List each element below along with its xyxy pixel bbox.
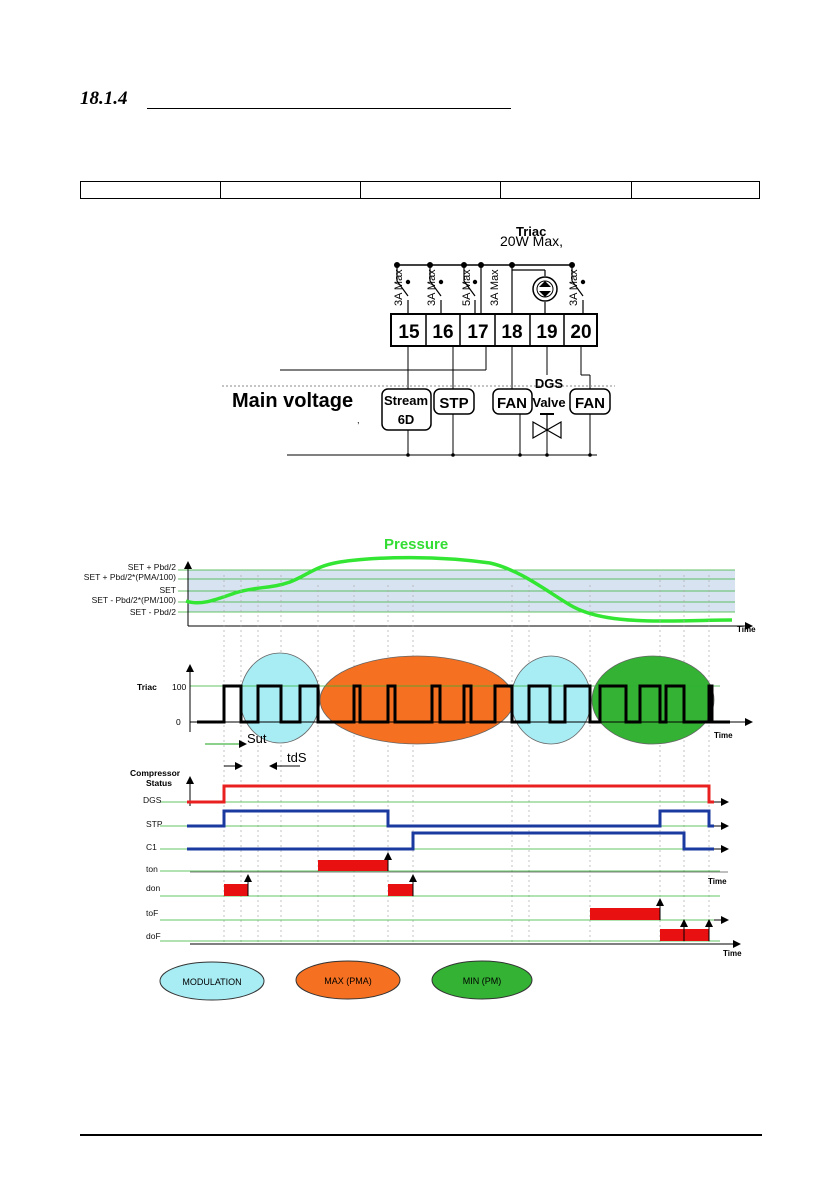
pressure-level-lines <box>178 569 735 613</box>
relay-contacts <box>396 265 584 314</box>
load-fan-2: FAN <box>569 388 611 415</box>
legend-modulation <box>159 961 265 1001</box>
svg-text:Valve: Valve <box>532 395 565 410</box>
zone-modulation-2 <box>510 655 592 745</box>
signal-baselines <box>160 801 720 942</box>
valve-icon <box>532 413 562 440</box>
signal-c1: C1 <box>146 842 157 852</box>
rating-18: 3A Max <box>489 269 501 306</box>
terminal-18: 18 <box>501 322 522 343</box>
load-dgs-valve: DGS Valve <box>532 376 566 440</box>
legend-modulation-label: MODULATION <box>182 977 241 987</box>
sut-label: Sut <box>247 731 267 746</box>
signal-tof: toF <box>146 908 158 918</box>
terminal-16: 16 <box>432 322 453 343</box>
zone-max <box>319 655 515 745</box>
legend: MODULATION MAX (PMA) MIN (PM) <box>159 960 533 1001</box>
triac-time-label: Time <box>714 731 733 740</box>
table-row <box>80 181 760 199</box>
c1-signal <box>187 831 714 851</box>
signal-stp: STP <box>146 819 163 829</box>
section-number: 18.1.4 <box>80 88 128 109</box>
signal-dgs: DGS <box>143 795 162 805</box>
ton-bar <box>318 860 388 871</box>
triac-title: Triac <box>516 224 546 239</box>
legend-min-label: MIN (PM) <box>463 976 502 986</box>
signal-ton: ton <box>146 864 158 874</box>
tds-label: tdS <box>287 750 307 765</box>
legend-max-label: MAX (PMA) <box>324 976 372 986</box>
load-fan-1: FAN <box>492 388 533 415</box>
time-guides <box>223 575 710 945</box>
dof-time-label: Time <box>723 949 742 958</box>
main-voltage-mark: , <box>357 415 360 425</box>
tof-bar <box>590 908 660 920</box>
load-stream-6d: Stream 6D <box>381 388 432 431</box>
triac-0: 0 <box>176 717 181 727</box>
table-cell <box>631 181 760 199</box>
svg-text:6D: 6D <box>398 412 415 427</box>
svg-text:FAN: FAN <box>575 395 605 412</box>
rating-16: 3A Max <box>426 269 438 306</box>
dof-bar <box>660 929 709 941</box>
pressure-band <box>188 570 735 612</box>
footer-rule <box>80 1134 762 1136</box>
terminal-20: 20 <box>570 322 591 343</box>
don-bar-2 <box>388 884 413 896</box>
rating-15: 3A Max <box>393 269 405 306</box>
don-bar-1 <box>224 884 248 896</box>
svg-text:STP: STP <box>439 395 468 412</box>
compressor-label-2: Status <box>146 778 172 788</box>
terminal-17: 17 <box>467 322 488 343</box>
svg-text:Stream: Stream <box>384 393 428 408</box>
legend-min <box>431 960 533 1000</box>
triac-icon <box>532 276 558 302</box>
triac-label: Triac <box>137 682 157 692</box>
signal-don: don <box>146 883 160 893</box>
terminal-15: 15 <box>398 322 420 343</box>
wiring-diagram: Triac 20W Max, 3A Max 3A Max 5A Max 3A M… <box>222 224 615 457</box>
triac-rating: 20W Max, <box>500 233 563 249</box>
legend-max <box>295 960 401 1000</box>
signal-dof: doF <box>146 931 161 941</box>
header-table <box>80 181 760 199</box>
triac-signal <box>197 684 730 724</box>
rating-17: 5A Max <box>461 269 473 306</box>
rating-20: 3A Max <box>568 269 580 306</box>
svg-text:FAN: FAN <box>497 395 527 412</box>
level-set-pm: SET - Pbd/2*(PM/100) <box>92 595 177 605</box>
pressure-curve <box>185 555 733 623</box>
contact-dots <box>405 279 586 285</box>
stp-signal <box>187 809 714 828</box>
level-set-minus: SET - Pbd/2 <box>130 607 176 617</box>
compressor-label-1: Compressor <box>130 768 181 778</box>
level-set-pma: SET + Pbd/2*(PMA/100) <box>84 572 176 582</box>
pressure-time-label: Time <box>737 625 756 634</box>
terminal-19: 19 <box>536 322 557 343</box>
zone-modulation-1 <box>239 652 321 744</box>
zone-min <box>591 655 715 745</box>
dgs-signal <box>187 784 714 804</box>
terminal-block: 15 16 17 18 19 20 <box>390 313 598 347</box>
svg-text:DGS: DGS <box>535 376 564 391</box>
triac-100: 100 <box>172 682 186 692</box>
neutral-dots <box>406 453 592 457</box>
ton-time-label: Time <box>708 877 727 886</box>
level-set-plus: SET + Pbd/2 <box>128 562 177 572</box>
section-title-underline <box>147 108 511 109</box>
pressure-title: Pressure <box>384 536 448 553</box>
level-set: SET <box>159 585 176 595</box>
main-voltage-label: Main voltage <box>232 390 353 412</box>
load-stp: STP <box>433 388 475 415</box>
